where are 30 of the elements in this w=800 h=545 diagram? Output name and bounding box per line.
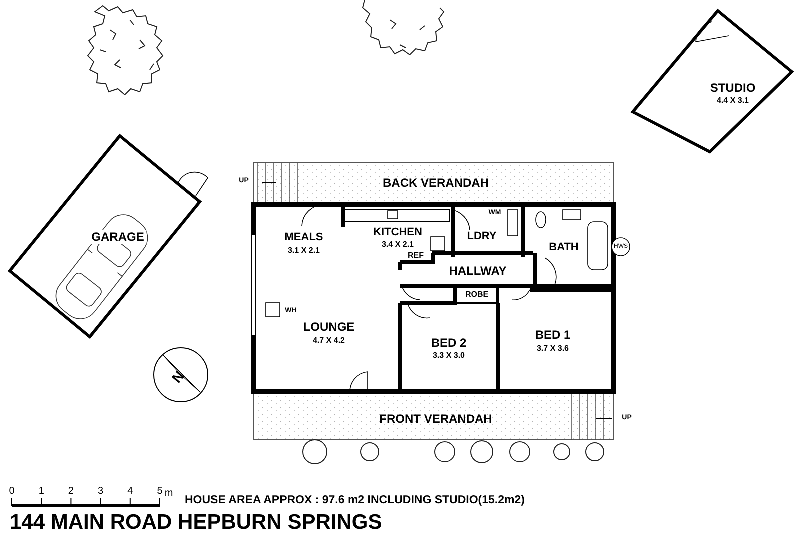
- area-name: FRONT VERANDAH: [380, 413, 492, 425]
- scale-number: 0: [9, 487, 15, 497]
- room-name: KITCHEN: [374, 228, 422, 238]
- room-dimensions: 3.3 X 3.0: [432, 352, 466, 360]
- address-title: 144 MAIN ROAD HEPBURN SPRINGS: [10, 512, 382, 533]
- scale-unit: m: [164, 489, 174, 499]
- north-label: N: [169, 368, 187, 386]
- room-name: ROBE: [465, 291, 489, 299]
- scale-number: 4: [128, 487, 134, 497]
- scale-number: 3: [98, 487, 104, 497]
- room-name: STUDIO: [710, 82, 756, 94]
- room-dimensions: 4.7 X 4.2: [312, 337, 346, 345]
- room-dimensions: 4.4 X 3.1: [716, 97, 750, 105]
- garage-label: GARAGE: [90, 230, 146, 244]
- fixture-label: REF: [408, 252, 424, 260]
- area-name: BACK VERANDAH: [383, 177, 489, 189]
- room-name: BED 2: [431, 337, 467, 349]
- scale-number: 2: [68, 487, 74, 497]
- room-name: LDRY: [467, 232, 497, 242]
- room-name: LOUNGE: [303, 321, 355, 333]
- room-dimensions: 3.4 X 2.1: [382, 241, 414, 249]
- room-name: HALLWAY: [449, 265, 507, 277]
- scale-number: 1: [38, 487, 44, 497]
- room-name: BATH: [549, 242, 579, 254]
- scale-number: 5: [157, 487, 163, 497]
- room-name: MEALS: [284, 232, 324, 244]
- room-dimensions: 3.1 X 2.1: [288, 247, 320, 255]
- room-dimensions: 3.7 X 3.6: [536, 345, 570, 353]
- room-name: BED 1: [535, 329, 571, 341]
- area-note: HOUSE AREA APPROX : 97.6 m2 INCLUDING STUDIO(15.2m2): [185, 495, 525, 507]
